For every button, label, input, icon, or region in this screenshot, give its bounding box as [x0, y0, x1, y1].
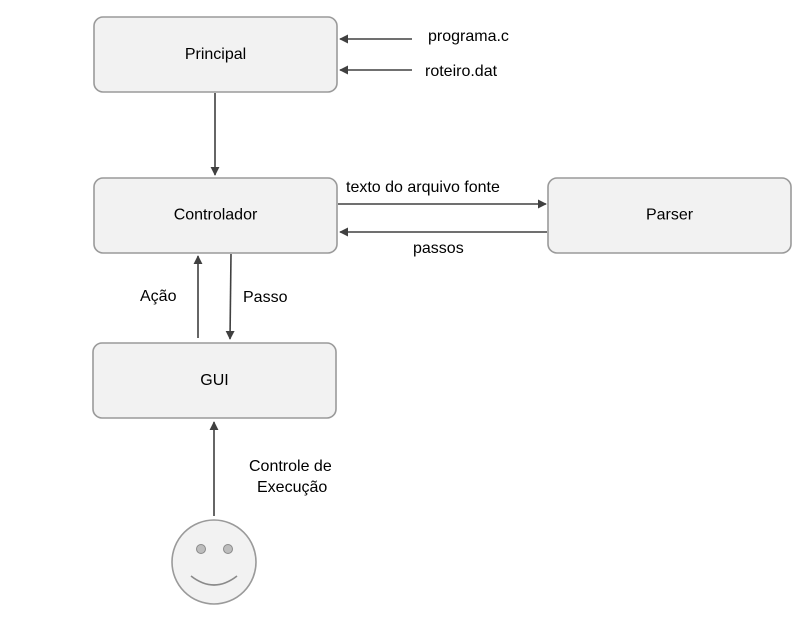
smiley-face-icon — [171, 519, 257, 605]
passos-label: passos — [413, 240, 464, 257]
gui-node: GUI — [92, 342, 337, 419]
controle-label-line2: Execução — [257, 479, 327, 496]
texto-fonte-label: texto do arquivo fonte — [346, 179, 500, 196]
programa-label: programa.c — [428, 28, 509, 45]
principal-node: Principal — [93, 16, 338, 93]
gui-label: GUI — [200, 372, 228, 389]
controle-label-line1: Controle de — [249, 458, 332, 475]
parser-node: Parser — [547, 177, 792, 254]
controlador-to-gui-arrow — [225, 253, 235, 340]
principal-label: Principal — [185, 46, 246, 63]
passo-label: Passo — [243, 289, 288, 306]
parser-label: Parser — [646, 207, 694, 224]
controlador-label: Controlador — [174, 207, 258, 224]
controlador-node: Controlador — [93, 177, 338, 254]
acao-label: Ação — [140, 288, 177, 305]
roteiro-label: roteiro.dat — [425, 63, 498, 80]
